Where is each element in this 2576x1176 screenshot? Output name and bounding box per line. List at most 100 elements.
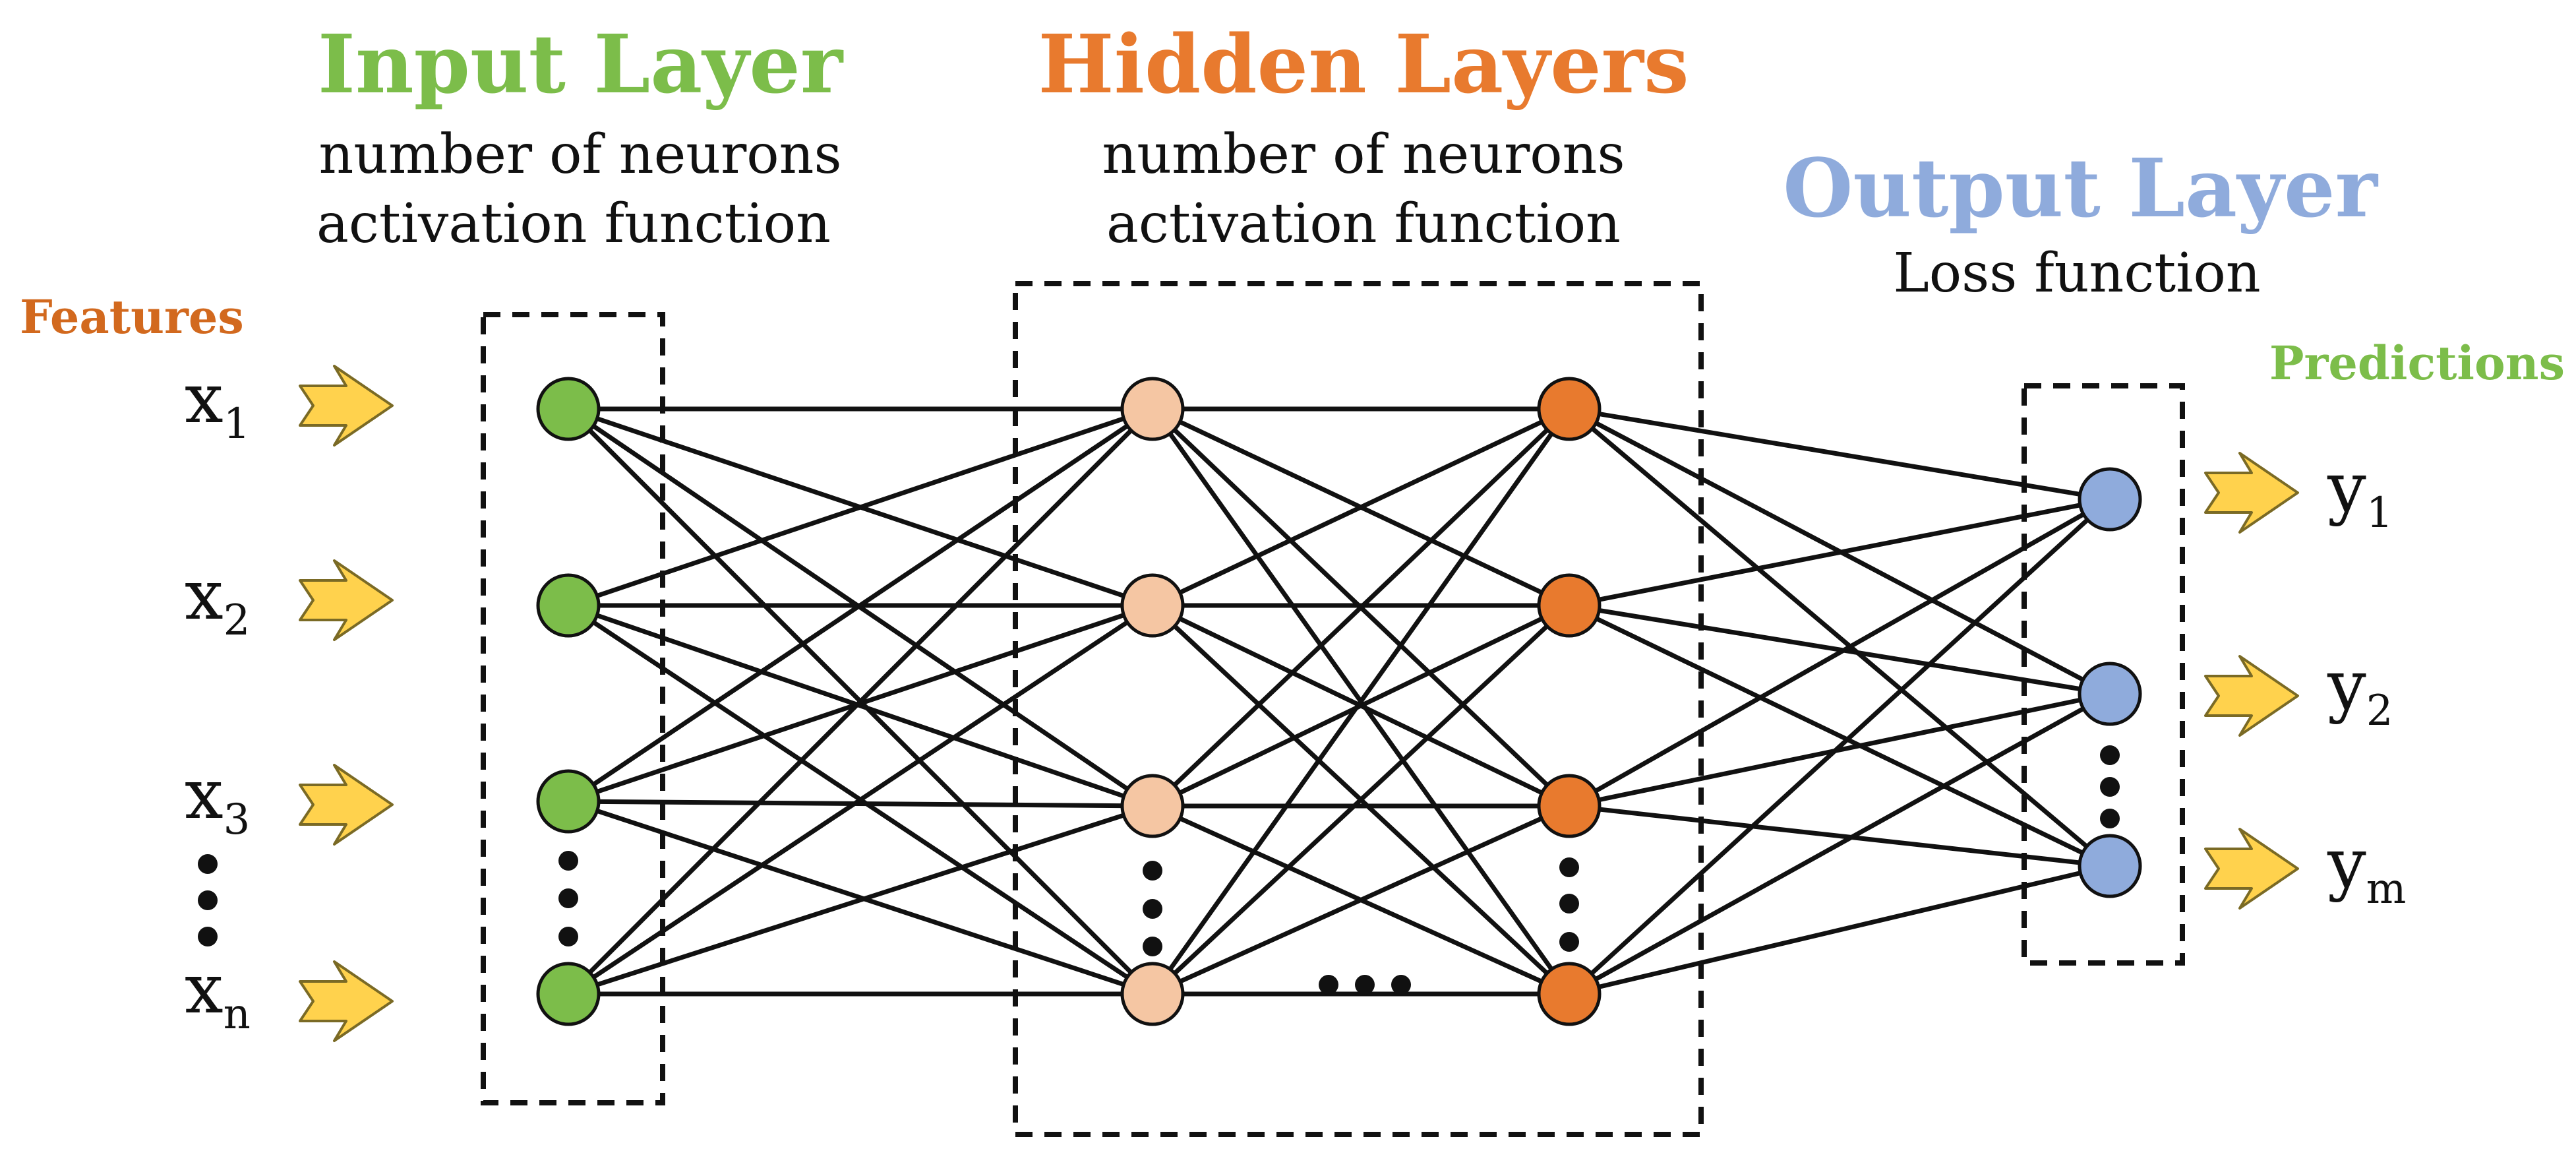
input-label-2-subscript: 2 xyxy=(224,596,251,645)
vertical-dot-3-2 xyxy=(1143,899,1162,919)
connection-input-4-hidden1-1 xyxy=(566,407,1154,996)
connection-hidden2-3-output-1 xyxy=(1568,497,2111,809)
connection-hidden1-3-hidden2-2 xyxy=(1151,603,1571,809)
arrows xyxy=(299,365,2299,1042)
input-label-1: x1 xyxy=(185,358,250,449)
vertical-dot-2-1 xyxy=(558,851,578,871)
input-label-2: x2 xyxy=(185,555,250,645)
connection-input-3-hidden1-1 xyxy=(567,407,1154,803)
hidden-layers-title: Hidden Layers xyxy=(1038,16,1689,111)
hidden1-neuron-2 xyxy=(1120,573,1185,638)
connection-hidden1-4-hidden2-1 xyxy=(1151,407,1571,996)
input-label-3: x3 xyxy=(185,754,250,844)
output-layer-title: Output Layer xyxy=(1783,140,2378,235)
hidden2-neuron-1 xyxy=(1537,377,1602,441)
horizontal-dot-1 xyxy=(1319,975,1338,995)
connection-hidden1-4-hidden2-3 xyxy=(1151,803,1571,997)
hidden1-neuron-1 xyxy=(1120,377,1185,441)
features-label: Features xyxy=(20,290,244,344)
connection-hidden2-2-output-2 xyxy=(1569,603,2111,696)
predictions-label: Predictions xyxy=(2269,336,2565,390)
input-layer-line2: activation function xyxy=(316,193,831,255)
input-layer-title: Input Layer xyxy=(318,16,844,111)
input-neuron-3 xyxy=(536,769,601,834)
vertical-dot-2-3 xyxy=(558,927,578,946)
hidden-layers-line1: number of neurons xyxy=(1102,123,1625,186)
hidden-layers-box xyxy=(1013,281,1704,1137)
input-label-4: xn xyxy=(185,948,251,1039)
neurons xyxy=(536,377,2142,1026)
connections xyxy=(566,406,2112,997)
output-label-1-base: y xyxy=(2327,447,2366,528)
vertical-dot-5-1 xyxy=(2100,745,2120,765)
input-label-2-base: x xyxy=(185,555,224,635)
connection-hidden1-4-hidden2-2 xyxy=(1151,603,1571,996)
input-label-3-subscript: 3 xyxy=(224,795,251,844)
vertical-dot-4-1 xyxy=(1559,857,1579,877)
connection-input-4-hidden1-2 xyxy=(567,603,1154,996)
input-label-4-base: x xyxy=(185,948,224,1029)
vertical-dot-5-3 xyxy=(2100,809,2120,828)
output-label-3: ym xyxy=(2327,823,2406,913)
vertical-dot-2-2 xyxy=(558,888,578,908)
input-layer-box xyxy=(481,312,665,1105)
hidden2-neuron-2 xyxy=(1537,573,1602,638)
output-arrow-1 xyxy=(2204,452,2299,534)
output-label-2-subscript: 2 xyxy=(2366,687,2393,735)
input-neuron-1 xyxy=(536,377,601,441)
hidden2-neuron-4 xyxy=(1537,962,1602,1026)
output-layer-box xyxy=(2022,383,2185,966)
vertical-dot-1-1 xyxy=(198,854,218,874)
input-arrow-2 xyxy=(299,559,394,641)
input-layer-header: Input Layer number of neurons activation… xyxy=(316,16,844,255)
connection-hidden1-3-hidden2-1 xyxy=(1151,407,1571,808)
output-layer-line1: Loss function xyxy=(1893,242,2260,305)
hidden1-neuron-4 xyxy=(1120,962,1185,1026)
layer-boxes xyxy=(481,281,2185,1137)
input-label-1-base: x xyxy=(185,358,224,439)
hidden-layers-line2: activation function xyxy=(1106,193,1621,255)
input-label-3-base: x xyxy=(185,754,224,834)
connection-hidden2-2-output-3 xyxy=(1568,603,2111,869)
connection-hidden1-2-hidden2-1 xyxy=(1151,406,1571,608)
input-neuron-4 xyxy=(536,962,601,1026)
input-layer-line1: number of neurons xyxy=(318,123,841,186)
output-label-1: y1 xyxy=(2327,447,2393,538)
connection-hidden2-1-output-1 xyxy=(1569,406,2111,502)
output-label-2-base: y xyxy=(2327,645,2366,726)
output-arrow-3 xyxy=(2204,828,2299,910)
hidden-layers-header: Hidden Layers number of neurons activati… xyxy=(1038,16,1689,255)
connection-hidden2-3-output-2 xyxy=(1569,691,2111,809)
input-label-1-subscript: 1 xyxy=(224,400,251,449)
vertical-dot-1-2 xyxy=(198,890,218,910)
input-arrow-1 xyxy=(299,365,394,447)
vertical-dot-5-2 xyxy=(2100,777,2120,797)
ellipsis-dots xyxy=(198,745,2120,995)
output-label-3-base: y xyxy=(2327,823,2366,904)
connection-hidden2-1-output-3 xyxy=(1567,407,2112,868)
output-neuron-3 xyxy=(2078,834,2142,898)
connection-hidden2-3-output-3 xyxy=(1569,803,2111,869)
input-arrow-3 xyxy=(299,764,394,846)
input-neuron-2 xyxy=(536,573,601,638)
connection-hidden2-2-output-1 xyxy=(1569,497,2111,608)
vertical-dot-1-3 xyxy=(198,927,218,946)
output-label-3-subscript: m xyxy=(2366,865,2407,913)
vertical-dot-4-3 xyxy=(1559,932,1579,952)
output-label-1-subscript: 1 xyxy=(2366,489,2393,538)
output-arrow-2 xyxy=(2204,655,2299,737)
vertical-dot-3-3 xyxy=(1143,937,1162,956)
vertical-dot-3-1 xyxy=(1143,861,1162,881)
output-layer-header: Output Layer Loss function xyxy=(1783,140,2378,305)
vertical-dot-4-2 xyxy=(1559,894,1579,913)
output-neuron-1 xyxy=(2078,467,2142,532)
connection-hidden2-4-output-2 xyxy=(1568,691,2111,997)
horizontal-dot-3 xyxy=(1391,975,1411,995)
connection-input-2-hidden1-1 xyxy=(567,406,1154,608)
horizontal-dot-2 xyxy=(1355,975,1375,995)
connection-hidden2-4-output-3 xyxy=(1569,863,2111,997)
output-label-2: y2 xyxy=(2327,645,2393,735)
input-label-4-subscript: n xyxy=(224,990,251,1039)
